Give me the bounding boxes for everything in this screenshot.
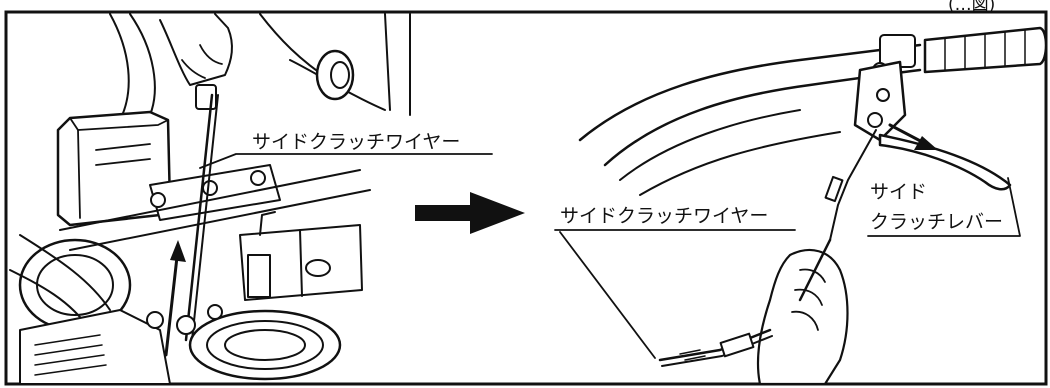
right-wire-label-group: サイドクラッチワイヤー: [554, 205, 796, 359]
left-wire-label: サイドクラッチワイヤー: [252, 131, 460, 153]
handle-illustration: [578, 26, 1048, 386]
lever-leader: [867, 177, 1021, 237]
left-wire-leader: [199, 153, 493, 169]
lever-label-line2: クラッチレバー: [870, 211, 1003, 233]
lever-label-group: サイド クラッチレバー: [867, 177, 1021, 237]
direction-arrow: [415, 192, 525, 234]
right-wire-label: サイドクラッチワイヤー: [560, 205, 768, 227]
figure-frame: [4, 10, 1048, 386]
left-wire-label-group: サイドクラッチワイヤー: [199, 131, 493, 169]
machine-illustration: [9, 13, 411, 385]
right-wire-leader: [554, 229, 796, 359]
lever-label-line1: サイド: [870, 181, 927, 203]
corner-label: (…図): [948, 0, 995, 15]
